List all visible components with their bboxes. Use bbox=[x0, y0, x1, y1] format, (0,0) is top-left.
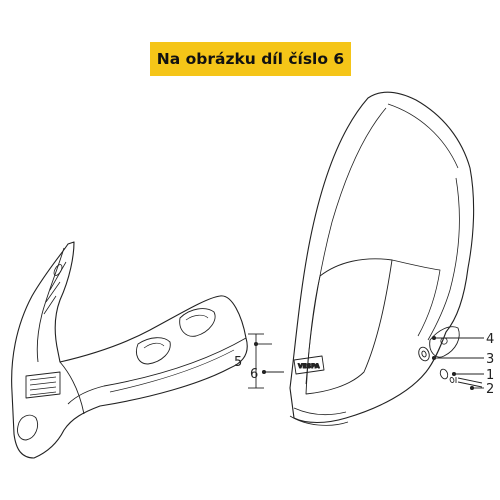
callout-3: 3 bbox=[486, 352, 494, 367]
hardware-set bbox=[418, 346, 483, 388]
callout-4: 4 bbox=[486, 332, 494, 347]
callout-leaders-right bbox=[431, 335, 484, 391]
front-shield-cover bbox=[11, 241, 248, 459]
part-number-banner: Na obrázku díl číslo 6 bbox=[150, 42, 351, 76]
windshield-emblem: VESPA bbox=[298, 363, 320, 370]
windshield: VESPA bbox=[289, 91, 475, 426]
callout-6: 6 bbox=[250, 367, 258, 382]
callout-1: 1 bbox=[486, 368, 494, 383]
callout-2: 2 bbox=[486, 382, 494, 397]
callout-leaders-left bbox=[248, 333, 284, 389]
callout-5: 5 bbox=[234, 355, 242, 370]
